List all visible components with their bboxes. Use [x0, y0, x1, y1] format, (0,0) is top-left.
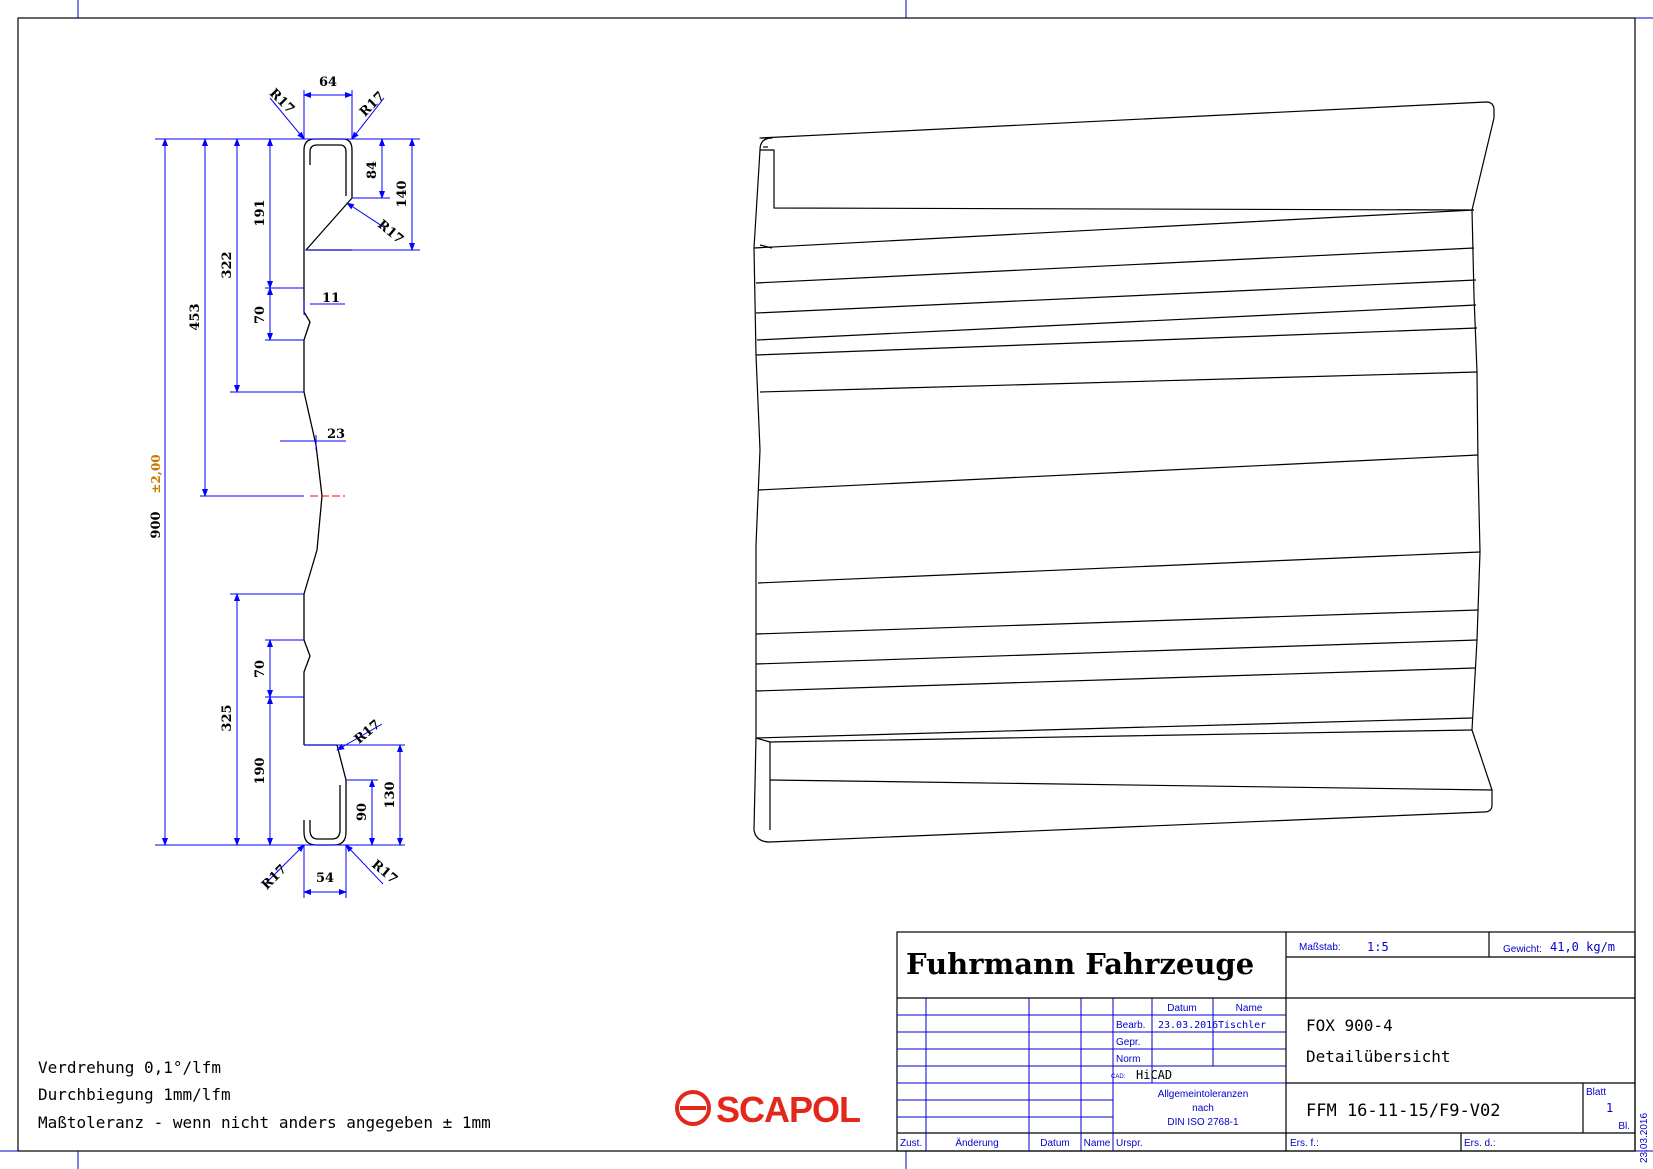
drawing-number: FFM 16-11-15/F9-V02	[1306, 1101, 1500, 1121]
profile-section	[303, 138, 353, 846]
dim-130: 130	[383, 781, 398, 808]
footer-ers-d: Ers. d.:	[1464, 1138, 1496, 1149]
dim-453: 453	[188, 303, 203, 330]
weight-value: 41,0 kg/m	[1550, 940, 1615, 954]
dim-190: 190	[253, 757, 268, 784]
title-block-text: Fuhrmann Fahrzeuge Maßstab: 1:5 Gewicht:…	[900, 940, 1650, 1163]
radius-mid-right: R17	[374, 217, 406, 247]
row-gepr: Gepr.	[1116, 1037, 1140, 1048]
footer-datum: Datum	[1040, 1138, 1069, 1149]
col-datum: Datum	[1167, 1003, 1196, 1014]
dim-70-upper: 70	[253, 306, 268, 324]
dim-900-tolerance: ±2,00	[149, 454, 163, 493]
radius-bottom-right: R17	[368, 857, 400, 887]
dim-900: 900	[149, 511, 164, 538]
part-description: Detailübersicht	[1306, 1047, 1451, 1066]
footer-aenderung: Änderung	[955, 1137, 998, 1149]
panel-view	[753, 101, 1495, 843]
dim-84: 84	[365, 161, 380, 179]
blatt-value: 1	[1606, 1101, 1613, 1115]
scale-value: 1:5	[1367, 940, 1389, 954]
scapol-logo: SCAPOL	[675, 1089, 861, 1130]
scapol-logo-mark	[675, 1090, 711, 1126]
tolerance-line3: DIN ISO 2768-1	[1167, 1117, 1239, 1128]
note-deflection: Durchbiegung 1mm/lfm	[38, 1085, 231, 1104]
sheet-frame	[17, 17, 1636, 1152]
tolerance-line2: nach	[1192, 1103, 1214, 1114]
dim-191: 191	[253, 199, 268, 226]
bl-label: Bl.	[1618, 1121, 1630, 1132]
dimension-lines	[155, 90, 420, 898]
dim-325: 325	[220, 704, 235, 731]
part-name: FOX 900-4	[1306, 1016, 1393, 1035]
cad-value: HiCAD	[1136, 1068, 1172, 1082]
scale-label: Maßstab:	[1299, 942, 1341, 953]
tolerance-line1: Allgemeintoleranzen	[1158, 1089, 1249, 1100]
company-name: Fuhrmann Fahrzeuge	[906, 947, 1254, 981]
note-tolerance: Maßtoleranz - wenn nicht anders angegebe…	[38, 1113, 491, 1132]
col-name: Name	[1236, 1003, 1263, 1014]
title-block-grid	[897, 998, 1286, 1151]
radius-low-right: R17	[352, 717, 384, 747]
dim-54: 54	[316, 871, 334, 886]
blatt-label: Blatt	[1586, 1087, 1606, 1098]
dim-140: 140	[395, 180, 410, 207]
footer-zust: Zust.	[900, 1138, 922, 1149]
row-norm: Norm	[1116, 1054, 1140, 1065]
bearb-name: Tischler	[1218, 1020, 1266, 1031]
side-date: 23.03.2016	[1639, 1113, 1650, 1163]
note-twist: Verdrehung 0,1°/lfm	[38, 1058, 221, 1077]
radius-bottom-left: R17	[259, 862, 290, 893]
footer-name: Name	[1084, 1138, 1111, 1149]
scapol-logo-text: SCAPOL	[716, 1089, 860, 1130]
cad-label: CAD:	[1111, 1074, 1126, 1080]
dim-70-lower: 70	[253, 660, 268, 678]
title-block	[896, 931, 1636, 1152]
dim-90: 90	[355, 803, 370, 821]
weight-label: Gewicht:	[1503, 944, 1542, 955]
footer-urspr: Urspr.	[1116, 1138, 1143, 1149]
dim-11: 11	[322, 291, 340, 306]
dim-64: 64	[319, 75, 337, 90]
dim-322: 322	[220, 251, 235, 278]
row-bearb: Bearb.	[1116, 1020, 1145, 1031]
radius-top-right: R17	[357, 89, 388, 120]
dim-23: 23	[327, 427, 345, 442]
notes: Verdrehung 0,1°/lfm Durchbiegung 1mm/lfm…	[38, 1058, 491, 1132]
bearb-date: 23.03.2016	[1158, 1020, 1218, 1031]
footer-ers-f: Ers. f.:	[1290, 1138, 1319, 1149]
